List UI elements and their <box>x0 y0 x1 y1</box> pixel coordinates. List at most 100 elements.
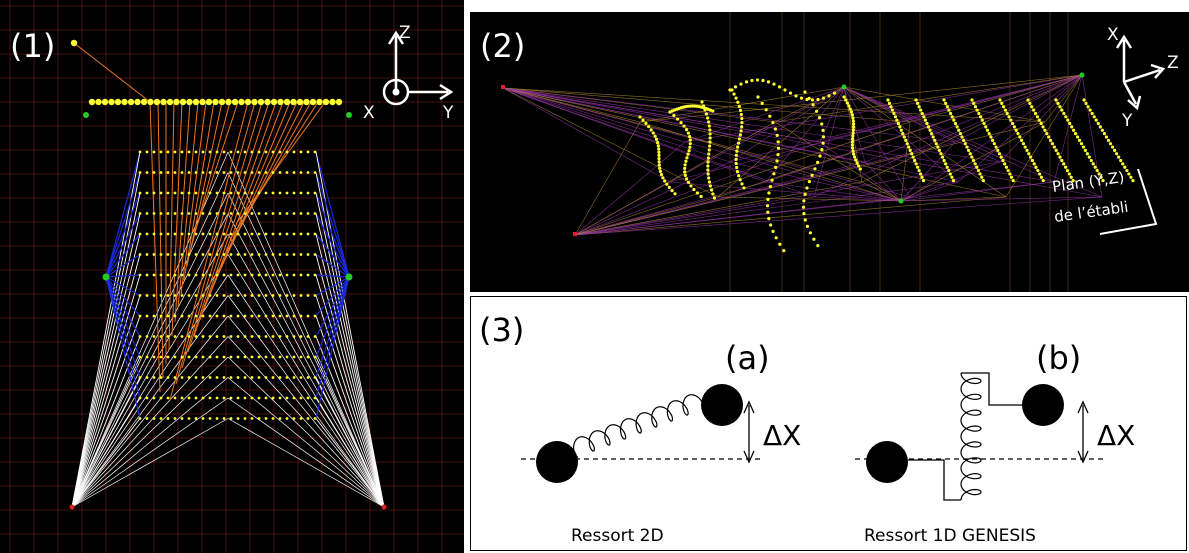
axis-z-label: Z <box>399 23 411 43</box>
side-node <box>712 196 717 200</box>
bar-node <box>160 98 167 106</box>
grid-node <box>236 417 240 420</box>
side-node <box>706 116 710 120</box>
grid-node <box>201 191 205 195</box>
side-node <box>892 111 896 116</box>
side-node <box>699 194 703 199</box>
grid-node <box>138 335 142 338</box>
grid-node <box>194 314 198 318</box>
side-node <box>851 125 856 129</box>
grid-node <box>159 314 163 318</box>
panel-2-side-view: X Z Y Plan (Y,Z) de l’établi (2) <box>470 12 1189 292</box>
white-spring <box>71 397 141 508</box>
side-node <box>1083 148 1087 152</box>
side-node <box>684 159 688 163</box>
side-node <box>1002 105 1006 109</box>
side-node <box>1006 168 1010 173</box>
grid-node <box>180 314 184 318</box>
side-node <box>970 155 974 159</box>
anchor-node <box>381 504 387 510</box>
blue-spring <box>105 276 141 337</box>
side-node <box>657 160 661 164</box>
orange-spring <box>169 101 249 401</box>
grid-node <box>250 253 254 256</box>
side-spring <box>861 181 902 202</box>
grid-node <box>138 314 142 318</box>
side-node <box>1052 145 1056 149</box>
grid-node <box>208 232 212 236</box>
side-node <box>1036 168 1040 173</box>
side-node <box>805 186 809 190</box>
side-node <box>1023 145 1027 149</box>
side-node <box>771 121 775 125</box>
panel-2-label: (2) <box>480 27 525 65</box>
side-node <box>928 128 932 132</box>
side-node <box>768 185 772 189</box>
side-node <box>1041 125 1045 129</box>
grid-node <box>194 191 198 195</box>
side-node <box>855 161 859 165</box>
grid-node <box>159 355 163 359</box>
side-node <box>930 132 934 136</box>
side-node <box>1065 168 1070 173</box>
side-spring <box>909 74 1083 198</box>
side-node <box>1048 138 1053 142</box>
side-node <box>1016 132 1020 136</box>
blue-spring <box>315 192 350 278</box>
side-node <box>683 166 687 170</box>
grid-node <box>222 191 226 195</box>
side-node <box>772 82 776 86</box>
blue-spring <box>315 233 350 278</box>
grid-node <box>187 191 191 195</box>
grid-node <box>180 273 184 277</box>
grid-node <box>278 314 282 318</box>
side-node <box>1088 108 1092 112</box>
side-node <box>1113 148 1117 152</box>
side-node <box>1060 108 1064 112</box>
side-node <box>657 150 661 154</box>
side-node <box>971 158 976 163</box>
grid-node <box>152 232 156 236</box>
side-node <box>734 161 738 166</box>
side-spring <box>502 87 1007 198</box>
side-spring <box>765 86 845 183</box>
grid-node <box>229 294 233 297</box>
side-node <box>898 125 902 129</box>
grid-node <box>145 314 149 318</box>
side-spring <box>813 74 1083 198</box>
side-node <box>673 192 677 196</box>
grid-node <box>299 191 303 195</box>
side-spring <box>861 74 1083 183</box>
side-node <box>1087 155 1091 159</box>
side-node <box>708 128 712 132</box>
grid-node <box>243 314 247 318</box>
side-node <box>901 132 905 136</box>
grid-node <box>138 253 142 256</box>
grid-node <box>299 171 303 174</box>
side-node <box>851 128 855 132</box>
grid-node <box>285 314 289 318</box>
side-node <box>970 98 974 102</box>
bar-node <box>277 98 284 106</box>
grid-node <box>313 396 317 400</box>
side-node <box>1094 118 1098 122</box>
side-spring <box>729 161 902 202</box>
side-spring <box>684 74 1083 143</box>
side-node <box>659 173 664 177</box>
grid-node <box>229 335 233 338</box>
grid-node <box>138 294 142 297</box>
side-node <box>967 148 971 152</box>
side-node <box>799 96 804 100</box>
side-node <box>708 140 712 144</box>
grid-node <box>194 150 198 154</box>
grid-node <box>229 355 233 359</box>
grid-node <box>306 212 310 215</box>
grid-node <box>250 396 254 400</box>
side-node <box>960 135 964 139</box>
side-node <box>647 125 651 129</box>
spring-2d-diagram: ΔX Ressort 2D <box>521 384 801 546</box>
grid-node <box>180 212 184 215</box>
side-spring <box>502 87 731 163</box>
grid-node <box>187 314 191 318</box>
grid-node <box>236 273 240 277</box>
